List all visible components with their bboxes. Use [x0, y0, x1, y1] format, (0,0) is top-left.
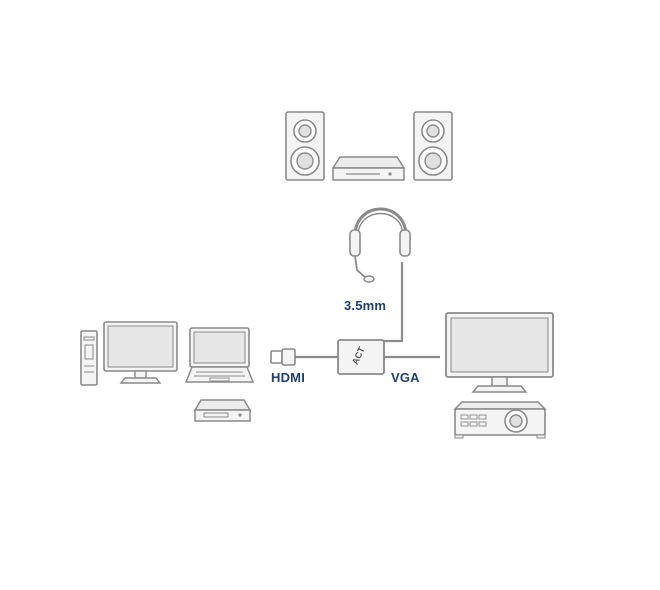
- desktop-monitor-icon: [103, 321, 178, 384]
- amplifier-icon: [331, 156, 406, 181]
- hdmi-plug-icon: [270, 348, 296, 366]
- laptop-icon: [184, 327, 255, 383]
- adapter-icon: ACT: [337, 339, 385, 375]
- hdmi-port-label: HDMI: [271, 370, 306, 385]
- projector-icon: [453, 401, 547, 439]
- speaker-right-icon: [413, 111, 453, 181]
- audio-port-label: 3.5mm: [344, 298, 387, 313]
- pc-tower-icon: [80, 330, 98, 386]
- audio-cable: [384, 262, 404, 343]
- cables: [294, 262, 440, 359]
- vga-port-label: VGA: [391, 370, 420, 385]
- media-player-icon: [193, 399, 252, 422]
- speaker-left-icon: [285, 111, 325, 181]
- headset-icon: [349, 207, 411, 283]
- display-monitor-icon: [445, 312, 554, 393]
